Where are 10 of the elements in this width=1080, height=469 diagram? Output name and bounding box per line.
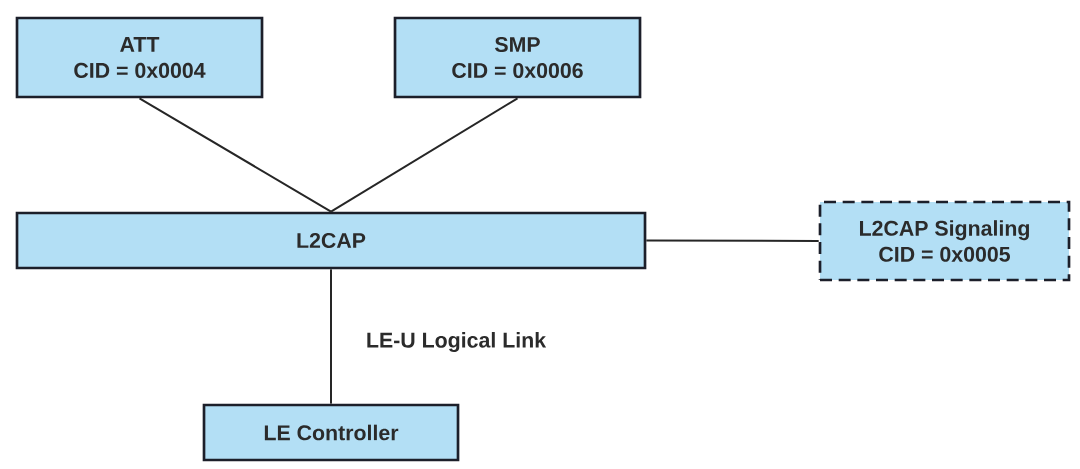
process-box: L2CAP [15,211,647,270]
process-box: SMP CID = 0x0006 [393,16,642,99]
connector-line [645,239,820,242]
connector-line [330,97,519,213]
process-box: L2CAP Signaling CID = 0x0005 [818,200,1071,282]
edge-label: LE-U Logical Link [364,330,548,354]
connector-line [330,268,332,405]
connector-line [138,97,332,213]
process-box: LE Controller [202,403,460,462]
process-box: ATT CID = 0x0004 [15,16,264,99]
